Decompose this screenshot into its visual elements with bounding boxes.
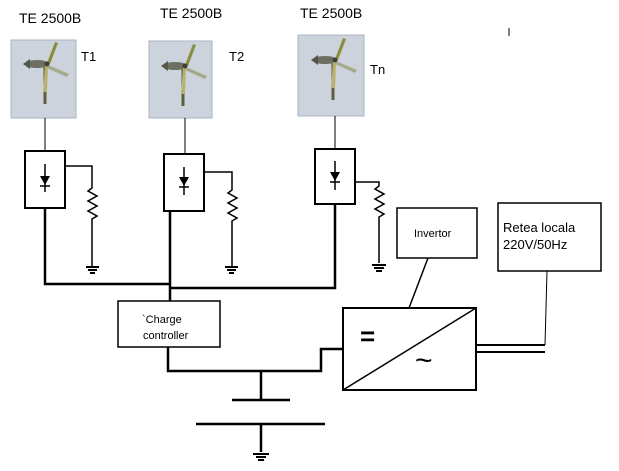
resistor-icon bbox=[204, 171, 239, 266]
turbine-2-model-label: TE 2500B bbox=[160, 5, 222, 21]
local-grid-label-line1: Retea locala bbox=[503, 220, 576, 235]
charge-controller-label-line1: `Charge bbox=[142, 314, 182, 326]
controller-output-wiring bbox=[166, 347, 343, 400]
ground-icon bbox=[372, 264, 386, 272]
turbine-1-tag: T1 bbox=[81, 49, 96, 64]
diode-icon bbox=[40, 164, 50, 192]
ground-icon bbox=[225, 266, 238, 274]
turbine-2-tag: T2 bbox=[229, 49, 244, 64]
rectifier-1 bbox=[24, 150, 66, 209]
diode-icon bbox=[330, 161, 340, 190]
turbine-2-panel bbox=[148, 40, 213, 119]
rectifier-2 bbox=[163, 153, 205, 212]
battery-icon bbox=[196, 398, 325, 452]
local-grid-label-line2: 220V/50Hz bbox=[503, 237, 567, 252]
turbine-n-panel bbox=[297, 34, 365, 117]
charge-controller: `Charge controller bbox=[117, 300, 221, 348]
ground-icon bbox=[253, 453, 269, 461]
inverter-label: Invertor bbox=[414, 228, 452, 240]
turbine-n-model-label: TE 2500B bbox=[300, 5, 362, 21]
grid-label-leader bbox=[544, 270, 548, 346]
local-grid-box: Retea locala 220V/50Hz bbox=[497, 202, 602, 272]
inverter-label-box: Invertor bbox=[396, 207, 478, 259]
inverter-dc-symbol: = bbox=[360, 321, 375, 351]
ground-icon bbox=[86, 266, 99, 274]
turbine-n-tag: Tn bbox=[370, 62, 385, 77]
dc-bus-wiring bbox=[43, 204, 337, 301]
inverter-ac-symbol: ~ bbox=[415, 344, 433, 377]
charge-controller-label-line2: controller bbox=[143, 330, 189, 342]
resistor-icon bbox=[355, 181, 386, 263]
resistor-icon bbox=[65, 165, 99, 266]
rectifier-n bbox=[314, 148, 356, 205]
inverter-label-leader bbox=[408, 257, 429, 309]
turbine-1-model-label: TE 2500B bbox=[19, 10, 81, 26]
diode-icon bbox=[179, 167, 189, 195]
ac-output-wiring bbox=[476, 344, 545, 353]
inverter-block: = ~ bbox=[342, 307, 477, 391]
